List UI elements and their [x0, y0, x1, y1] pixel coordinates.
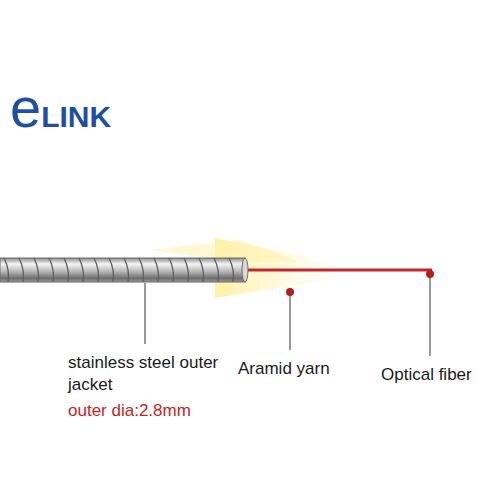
spiral-stroke [64, 258, 69, 282]
spiral-stroke [109, 258, 114, 282]
leader-line [144, 283, 145, 344]
leader-line [429, 274, 430, 356]
dimension-label: outer dia:2.8mm [68, 400, 268, 422]
spiral-stroke [154, 258, 159, 282]
brand-logo: eLINK [10, 80, 210, 136]
spiral-stroke [169, 258, 174, 282]
spiral-stroke [184, 258, 189, 282]
spiral-stroke [139, 258, 144, 282]
steel-tube [0, 258, 245, 282]
spiral-stroke [214, 258, 219, 282]
spiral-winding [4, 258, 234, 282]
part-label: Aramid yarn [238, 358, 358, 380]
spiral-stroke [124, 258, 129, 282]
optical-fiber [240, 269, 432, 272]
spiral-stroke [19, 258, 24, 282]
spiral-stroke [79, 258, 84, 282]
part-label: stainless steel outer jacket [68, 352, 233, 396]
spiral-stroke [94, 258, 99, 282]
tube-end [242, 258, 248, 282]
spiral-stroke [199, 258, 204, 282]
leader-dot [286, 288, 294, 296]
spiral-stroke [229, 258, 234, 282]
leader-dot [426, 270, 434, 278]
spiral-stroke [34, 258, 39, 282]
part-label: Optical fiber [381, 364, 496, 386]
spiral-stroke [4, 258, 9, 282]
leader-line [289, 292, 290, 350]
spiral-stroke [49, 258, 54, 282]
